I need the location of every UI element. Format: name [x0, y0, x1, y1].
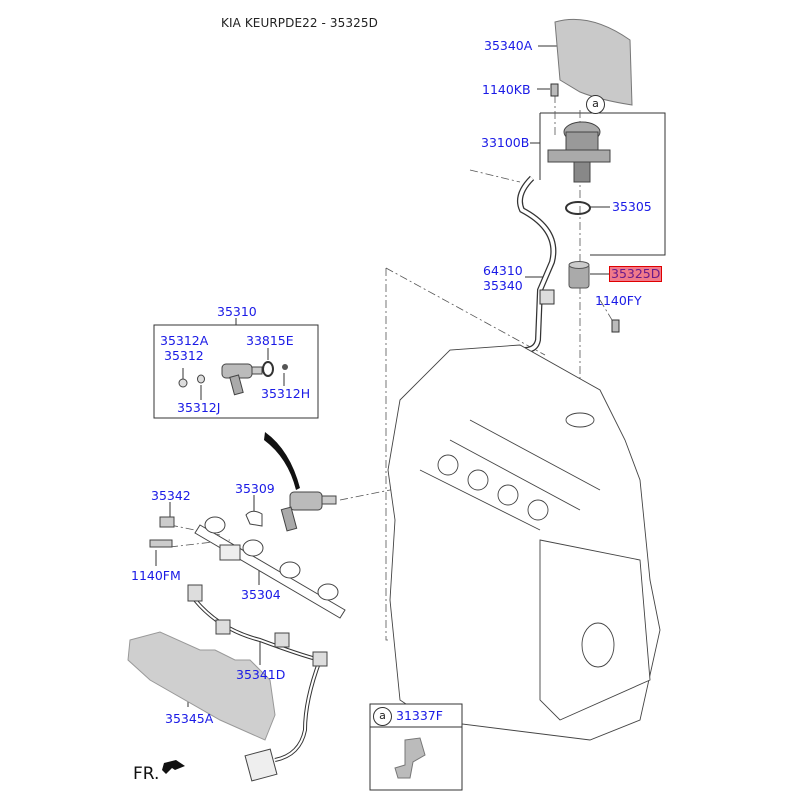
front-orientation-label: FR. [133, 764, 160, 784]
part-label-31337F[interactable]: 31337F [396, 708, 443, 723]
part-label-1140FY[interactable]: 1140FY [595, 293, 642, 308]
part-label-35342[interactable]: 35342 [151, 488, 191, 503]
part-label-33100B[interactable]: 33100B [481, 135, 530, 150]
part-label-1140KB[interactable]: 1140KB [482, 82, 531, 97]
part-label-35340A[interactable]: 35340A [484, 38, 533, 53]
pump-cover [554, 18, 633, 106]
part-label-35325D-highlighted[interactable]: 35325D [609, 266, 663, 282]
engine-block [387, 344, 661, 741]
front-arrow-icon [162, 760, 185, 774]
diagram-title: KIA KEURPDE22 - 35325D [221, 16, 378, 30]
part-label-35309[interactable]: 35309 [235, 481, 275, 496]
part-label-35305[interactable]: 35305 [612, 199, 652, 214]
part-label-35312H[interactable]: 35312H [261, 386, 311, 401]
fuel-rail [194, 516, 346, 619]
insulator-cover [127, 631, 276, 741]
part-label-35341D[interactable]: 35341D [236, 667, 286, 682]
part-label-33815E[interactable]: 33815E [246, 333, 294, 348]
part-label-35312A[interactable]: 35312A [160, 333, 209, 348]
injector [289, 491, 323, 511]
callout-a-icon: a [586, 95, 605, 114]
part-label-35340[interactable]: 35340 [483, 278, 523, 293]
part-label-35345A[interactable]: 35345A [165, 711, 214, 726]
injector-inset-box [153, 324, 319, 419]
part-label-64310[interactable]: 64310 [483, 263, 523, 278]
harness-connector [244, 748, 278, 782]
part-label-1140FM[interactable]: 1140FM [131, 568, 181, 583]
pointer-arrow [264, 432, 300, 490]
part-label-35310[interactable]: 35310 [217, 304, 257, 319]
part-label-35312[interactable]: 35312 [164, 348, 204, 363]
part-label-35312J[interactable]: 35312J [177, 400, 221, 415]
bracket-31337F [394, 737, 426, 779]
callout-a-inset-icon: a [373, 707, 392, 726]
part-label-35304[interactable]: 35304 [241, 587, 281, 602]
